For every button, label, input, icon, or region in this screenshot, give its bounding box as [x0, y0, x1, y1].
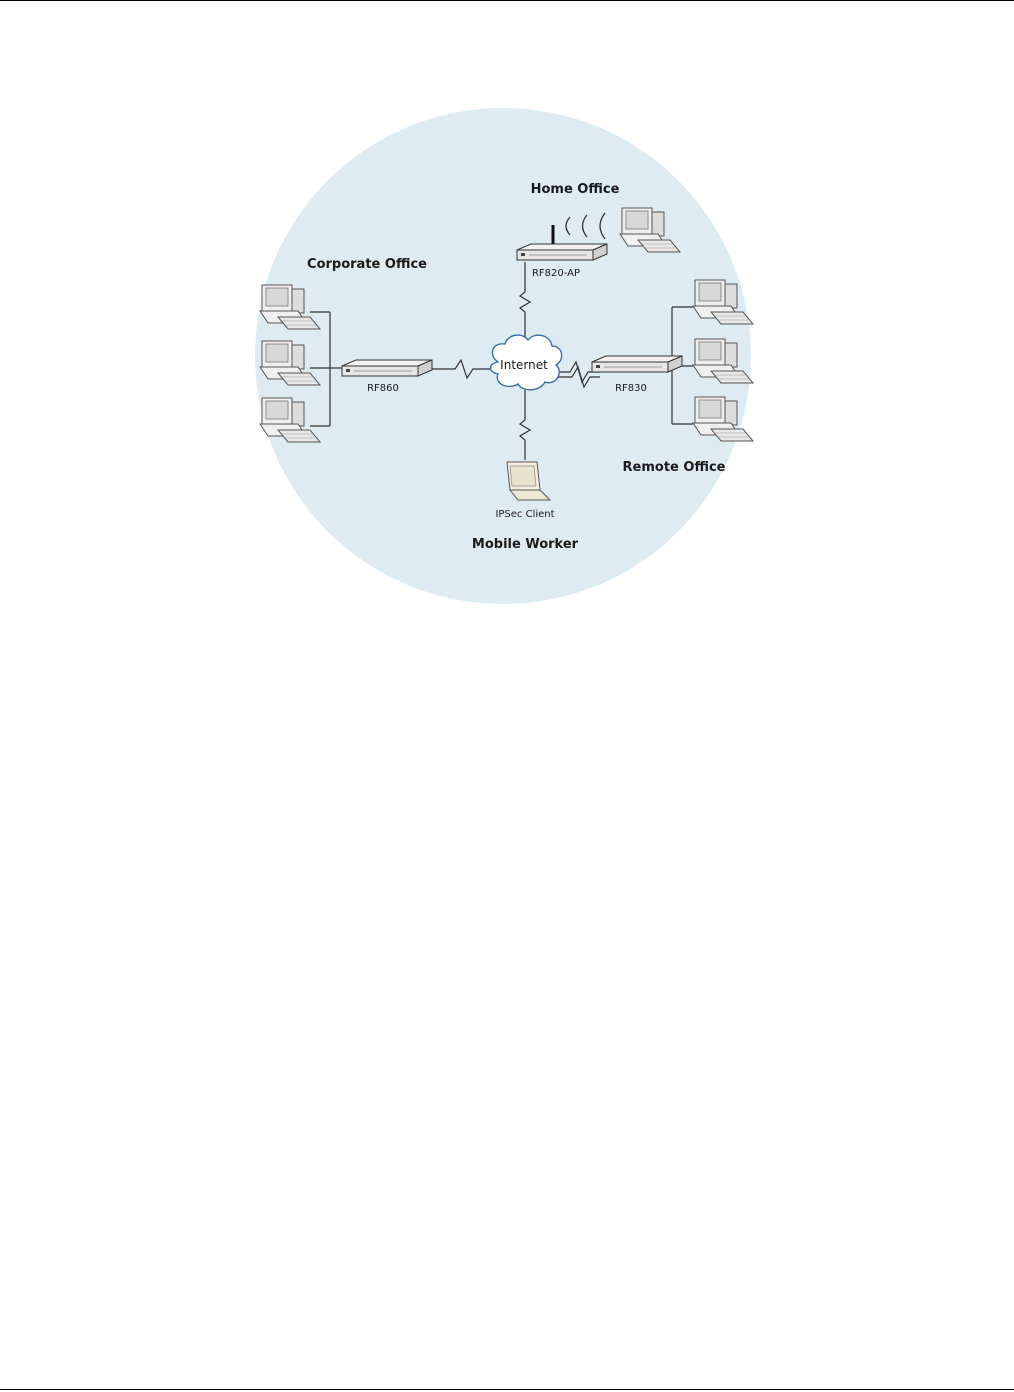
rf830-label: RF830 [615, 383, 647, 394]
wan-links [425, 262, 600, 460]
rf820-router-icon [516, 225, 608, 261]
laptop-icon [506, 461, 552, 501]
corporate-office-heading: Corporate Office [307, 257, 427, 272]
wireless-waves [565, 212, 606, 240]
mobile-worker-heading: Mobile Worker [472, 537, 579, 552]
bottom-rule [0, 1389, 1014, 1390]
remote-office-heading: Remote Office [623, 460, 726, 475]
rf860-label: RF860 [367, 383, 399, 394]
internet-label: Internet [500, 358, 548, 372]
home-office-heading: Home Office [531, 182, 620, 197]
ipsec-client-label: IPSec Client [495, 509, 554, 520]
corporate-lan [310, 311, 345, 427]
rf830-router-icon [591, 355, 683, 373]
rf820-label: RF820-AP [532, 268, 580, 279]
rf860-router-icon [341, 359, 433, 377]
top-rule [0, 0, 1014, 1]
internet-cloud-icon [489, 334, 563, 391]
